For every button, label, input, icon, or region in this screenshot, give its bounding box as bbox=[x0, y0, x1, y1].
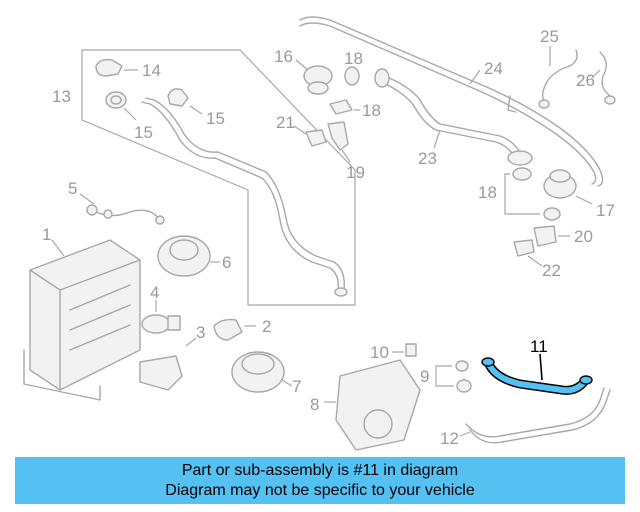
part-24-pipe bbox=[299, 16, 604, 187]
callout-26: 26 bbox=[576, 71, 595, 90]
callout-5: 5 bbox=[68, 179, 77, 198]
part-12-hose bbox=[459, 387, 611, 444]
callout-3: 3 bbox=[196, 323, 205, 342]
callout-7: 7 bbox=[292, 377, 301, 396]
part-15-valve-right bbox=[167, 88, 203, 115]
part-21-bracket bbox=[293, 121, 351, 163]
callout-20: 20 bbox=[574, 227, 593, 246]
component-group-panel bbox=[81, 49, 356, 306]
banner-line-disclaimer: Diagram may not be specific to your vehi… bbox=[165, 481, 475, 499]
callout-18-mid: 18 bbox=[362, 101, 381, 120]
part-10-bolt bbox=[392, 343, 417, 357]
callout-25: 25 bbox=[540, 27, 559, 46]
callout-10: 10 bbox=[370, 343, 389, 362]
callout-6: 6 bbox=[222, 253, 231, 272]
part-1-canister bbox=[23, 239, 141, 401]
part-16-valve bbox=[295, 59, 333, 95]
callout-12: 12 bbox=[440, 429, 459, 448]
callout-2: 2 bbox=[262, 317, 271, 336]
callout-8: 8 bbox=[310, 395, 319, 414]
info-banner: Part or sub-assembly is #11 in diagram D… bbox=[15, 457, 625, 504]
part-6-pump bbox=[157, 235, 220, 277]
callout-22: 22 bbox=[542, 261, 561, 280]
callout-23: 23 bbox=[418, 149, 437, 168]
part-8-bracket bbox=[324, 359, 421, 451]
callout-15-left: 15 bbox=[134, 123, 153, 142]
part-18-gaskets bbox=[504, 167, 561, 221]
part-23-pipe bbox=[374, 68, 533, 166]
part-3-bracket bbox=[139, 337, 197, 391]
callout-9: 9 bbox=[420, 367, 429, 386]
callout-16: 16 bbox=[274, 47, 293, 66]
part-2-hose bbox=[213, 318, 256, 341]
callout-17: 17 bbox=[596, 201, 615, 220]
callout-13: 13 bbox=[52, 87, 71, 106]
banner-line-part-number: Part or sub-assembly is #11 in diagram bbox=[181, 461, 459, 479]
callout-15-right: 15 bbox=[206, 109, 225, 128]
part-17-valve bbox=[543, 169, 593, 205]
part-25-oxygen-sensor bbox=[538, 46, 578, 109]
callout-11: 11 bbox=[530, 337, 548, 356]
part-14-hose-elbow bbox=[95, 58, 138, 77]
part-11-hose-highlighted bbox=[481, 353, 593, 395]
callout-24: 24 bbox=[484, 59, 503, 78]
part-9-grommets bbox=[435, 360, 472, 393]
callout-19: 19 bbox=[346, 163, 365, 182]
callout-18-right: 18 bbox=[478, 183, 497, 202]
part-20-bracket bbox=[533, 225, 570, 247]
part-5-harness bbox=[79, 193, 165, 225]
part-18-valve-top bbox=[329, 66, 360, 115]
callout-4: 4 bbox=[150, 283, 159, 302]
callout-21: 21 bbox=[276, 113, 295, 132]
part-tube-13-group bbox=[141, 97, 348, 297]
part-15-clamp-left bbox=[105, 91, 137, 121]
callout-1: 1 bbox=[42, 225, 51, 244]
part-4-valve bbox=[141, 300, 181, 334]
part-26-oxygen-sensor bbox=[591, 51, 616, 105]
part-22-bracket bbox=[513, 239, 543, 267]
part-7-air-pump bbox=[231, 351, 293, 393]
callout-14: 14 bbox=[142, 61, 161, 80]
callout-18-top: 18 bbox=[344, 49, 363, 68]
